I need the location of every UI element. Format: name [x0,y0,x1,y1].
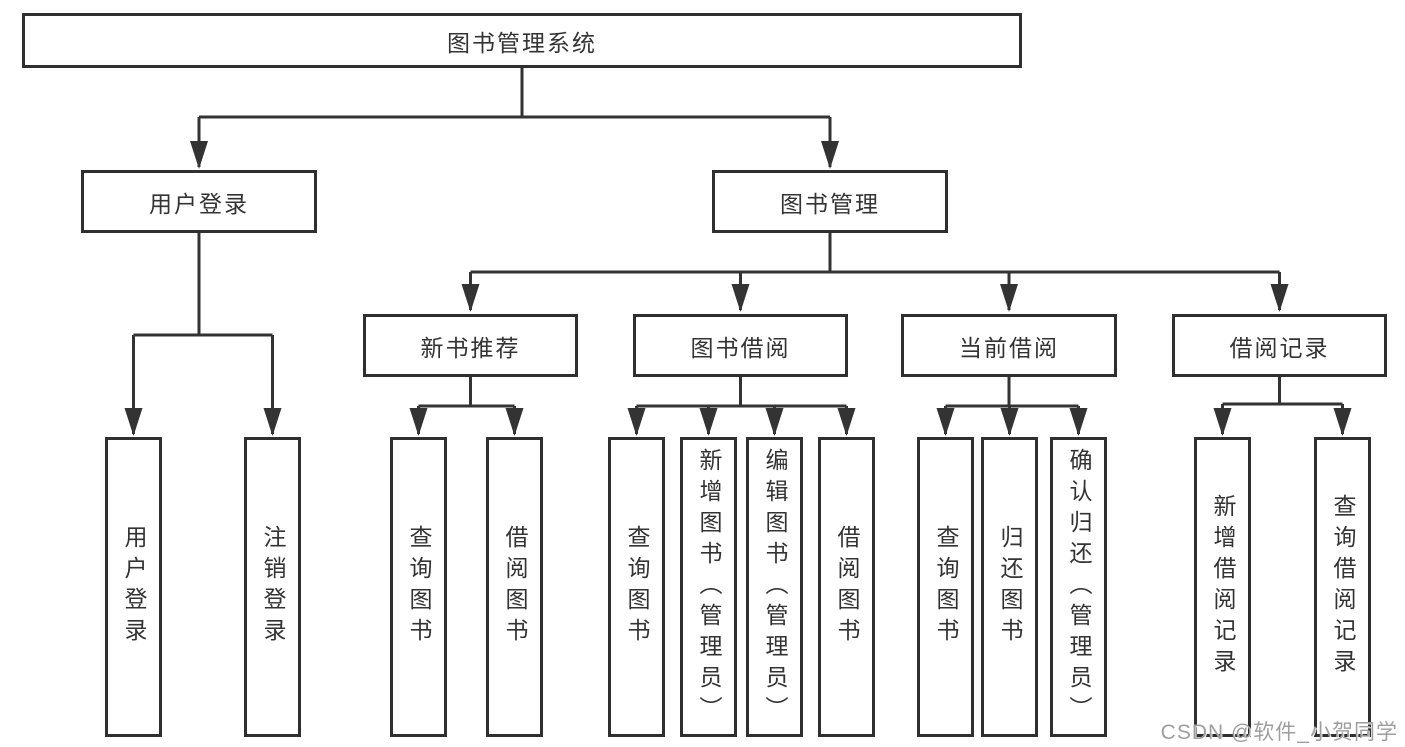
leaf-newbook-query-books: 查询图书 [390,437,447,737]
node-root: 图书管理系统 [22,13,1022,68]
leaf-borrow-borrow-books: 借阅图书 [818,437,875,737]
node-borrow-records: 借阅记录 [1172,314,1387,377]
leaf-current-confirm-return-admin: 确认归还（管理员） [1050,437,1107,737]
leaf-borrow-edit-books-admin: 编辑图书（管理员） [746,437,803,737]
leaf-newbook-borrow-books: 借阅图书 [486,437,543,737]
leaf-user-login: 用户登录 [105,437,162,737]
node-user-login: 用户登录 [81,170,317,233]
leaf-borrow-query-books: 查询图书 [608,437,665,737]
leaf-record-add-borrow-record: 新增借阅记录 [1194,437,1251,737]
node-book-management: 图书管理 [712,170,948,233]
node-book-borrow: 图书借阅 [633,314,848,377]
leaf-current-return-books: 归还图书 [981,437,1038,737]
csdn-watermark: CSDN @软件_小贺同学 [1160,721,1398,744]
node-current-borrow: 当前借阅 [901,314,1117,377]
node-new-book-recommend: 新书推荐 [363,314,578,377]
leaf-record-query-borrow-record: 查询借阅记录 [1314,437,1371,737]
leaf-current-query-books: 查询图书 [917,437,974,737]
leaf-logout: 注销登录 [244,437,301,737]
leaf-borrow-add-books-admin: 新增图书（管理员） [680,437,737,737]
